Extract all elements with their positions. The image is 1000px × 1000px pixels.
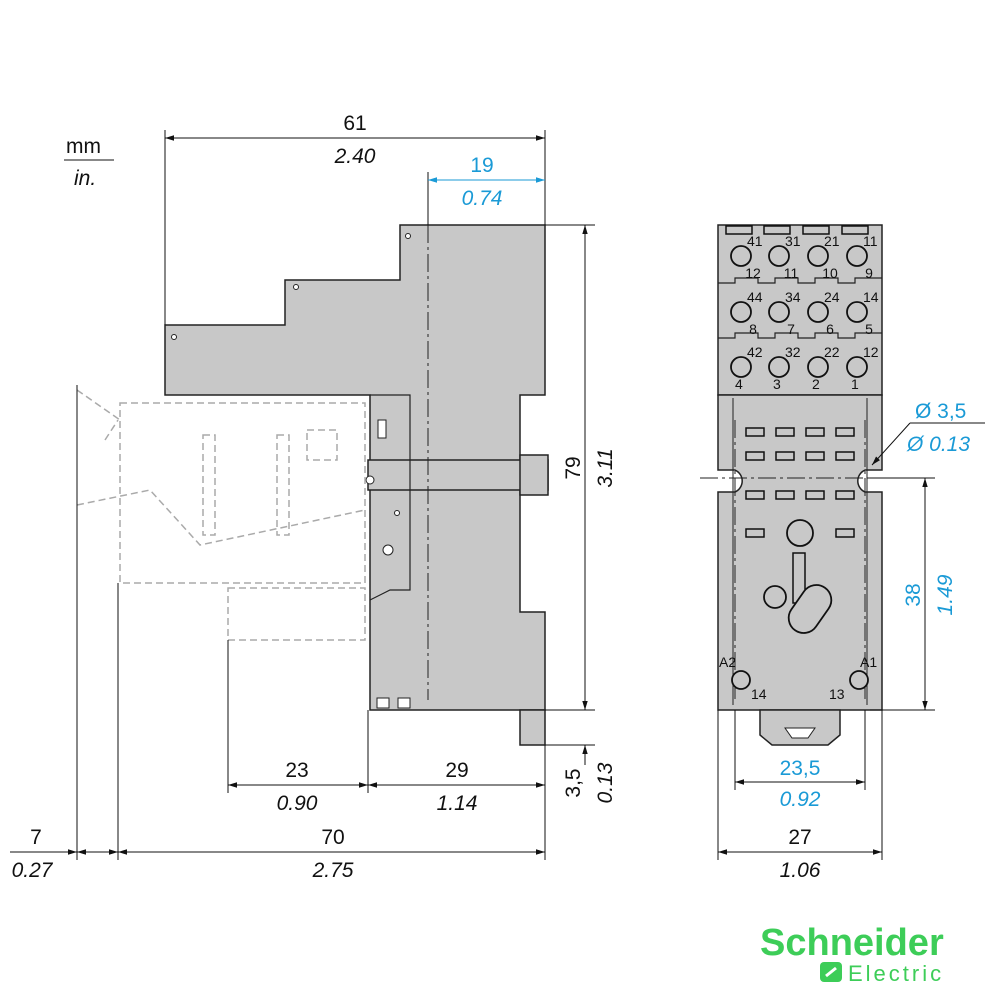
terminal-34-7: 34 7 xyxy=(768,289,801,337)
terminal-label: 11 xyxy=(784,265,799,281)
terminal-label: 6 xyxy=(826,321,834,337)
dim-3-5-mm: 3,5 xyxy=(562,768,585,797)
dim-3-5-in: 0.13 xyxy=(594,762,617,803)
terminal-label: 10 xyxy=(822,265,838,281)
contact-slot xyxy=(745,490,765,500)
logo-line2: Electric xyxy=(848,961,944,986)
contact-slot xyxy=(805,451,825,461)
dim-79-mm: 79 xyxy=(562,456,585,479)
terminal-31-11: 31 11 xyxy=(768,233,801,281)
terminal-32-3: 323 xyxy=(768,344,801,392)
front-dimensions: 38 1.49 Ø 3,5 Ø 0.13 23,5 0.92 27 1.06 xyxy=(717,400,985,882)
terminal-label: 12 xyxy=(863,344,879,360)
terminal-12-1: 121 xyxy=(846,344,879,392)
schneider-electric-logo: Schneider Electric xyxy=(760,922,944,986)
dim-23-5-in: 0.92 xyxy=(780,788,821,811)
terminal-label: 24 xyxy=(824,289,840,305)
terminal-44-8: 44 8 xyxy=(730,289,763,337)
contact-slot xyxy=(835,451,855,461)
terminal-a2: A2 xyxy=(719,654,736,670)
dim-70-mm: 70 xyxy=(321,826,344,849)
terminal-13: 13 xyxy=(829,686,845,702)
side-view xyxy=(76,224,549,746)
contact-slot xyxy=(805,427,825,437)
terminal-24-6: 24 6 xyxy=(807,289,840,337)
dim-23-5-mm: 23,5 xyxy=(780,757,821,780)
unit-mm: mm xyxy=(66,135,101,158)
contact-slot xyxy=(745,451,765,461)
contact-slot xyxy=(835,427,855,437)
terminal-11-9: 11 9 xyxy=(846,233,878,281)
terminal-label: 3 xyxy=(773,376,781,392)
terminal-label: 11 xyxy=(863,233,878,249)
terminal-label: 12 xyxy=(745,265,761,281)
dim-61-in: 2.40 xyxy=(334,145,376,168)
unit-in: in. xyxy=(74,167,96,190)
dim-7-in: 0.27 xyxy=(12,859,54,882)
dim-29-mm: 29 xyxy=(445,759,468,782)
contact-slot xyxy=(835,528,855,538)
logo-line1: Schneider xyxy=(760,922,944,964)
dim-61-mm: 61 xyxy=(343,112,366,135)
contact-slot xyxy=(805,490,825,500)
terminal-label: 34 xyxy=(785,289,801,305)
terminal-label: 5 xyxy=(865,321,873,337)
terminal-label: 42 xyxy=(747,344,763,360)
terminal-22-2: 222 xyxy=(807,344,840,392)
terminal-label: 9 xyxy=(865,265,873,281)
terminal-label: 1 xyxy=(851,376,859,392)
dim-79-in: 3.11 xyxy=(594,448,617,487)
terminal-label: 4 xyxy=(735,376,743,392)
terminal-42-4: 424 xyxy=(730,344,763,392)
dim-19-mm: 19 xyxy=(470,154,493,177)
terminal-label: 14 xyxy=(863,289,879,305)
terminal-a1: A1 xyxy=(860,654,877,670)
dim-29-in: 1.14 xyxy=(437,792,478,815)
contact-slot xyxy=(775,427,795,437)
terminal-label: 41 xyxy=(747,233,763,249)
dim-27-in: 1.06 xyxy=(780,859,821,882)
side-dimensions: 61 2.40 19 0.74 79 3.11 3,5 0.13 23 0.90… xyxy=(10,112,617,882)
dim-19-in: 0.74 xyxy=(462,187,503,210)
dim-23-mm: 23 xyxy=(285,759,308,782)
contact-slot xyxy=(745,427,765,437)
terminal-41-12: 41 12 xyxy=(730,233,763,281)
dim-hole-in: Ø 0.13 xyxy=(906,433,970,456)
dim-38-mm: 38 xyxy=(902,583,925,606)
terminal-label: 8 xyxy=(749,321,757,337)
terminal-label: 2 xyxy=(812,376,820,392)
terminal-label: 21 xyxy=(824,233,840,249)
dim-27-mm: 27 xyxy=(788,826,811,849)
terminal-label: 32 xyxy=(785,344,801,360)
front-view: 411231112110119448347246145424323222121 … xyxy=(700,224,900,746)
dim-23-in: 0.90 xyxy=(277,792,318,815)
dim-70-in: 2.75 xyxy=(312,859,354,882)
terminal-label: 44 xyxy=(747,289,763,305)
terminal-label: 31 xyxy=(785,233,801,249)
dim-7-mm: 7 xyxy=(30,826,42,849)
terminal-label: 7 xyxy=(787,321,795,337)
terminal-14-5: 14 5 xyxy=(846,289,879,337)
contact-slot xyxy=(745,528,765,538)
terminal-label: 22 xyxy=(824,344,840,360)
dim-hole-mm: Ø 3,5 xyxy=(915,400,966,423)
contact-slot xyxy=(775,490,795,500)
units-legend: mm in. xyxy=(64,135,114,190)
terminal-14: 14 xyxy=(751,686,767,702)
dim-38-in: 1.49 xyxy=(934,574,957,615)
contact-slot xyxy=(835,490,855,500)
contact-slot xyxy=(775,451,795,461)
terminal-21-10: 21 10 xyxy=(807,233,840,281)
